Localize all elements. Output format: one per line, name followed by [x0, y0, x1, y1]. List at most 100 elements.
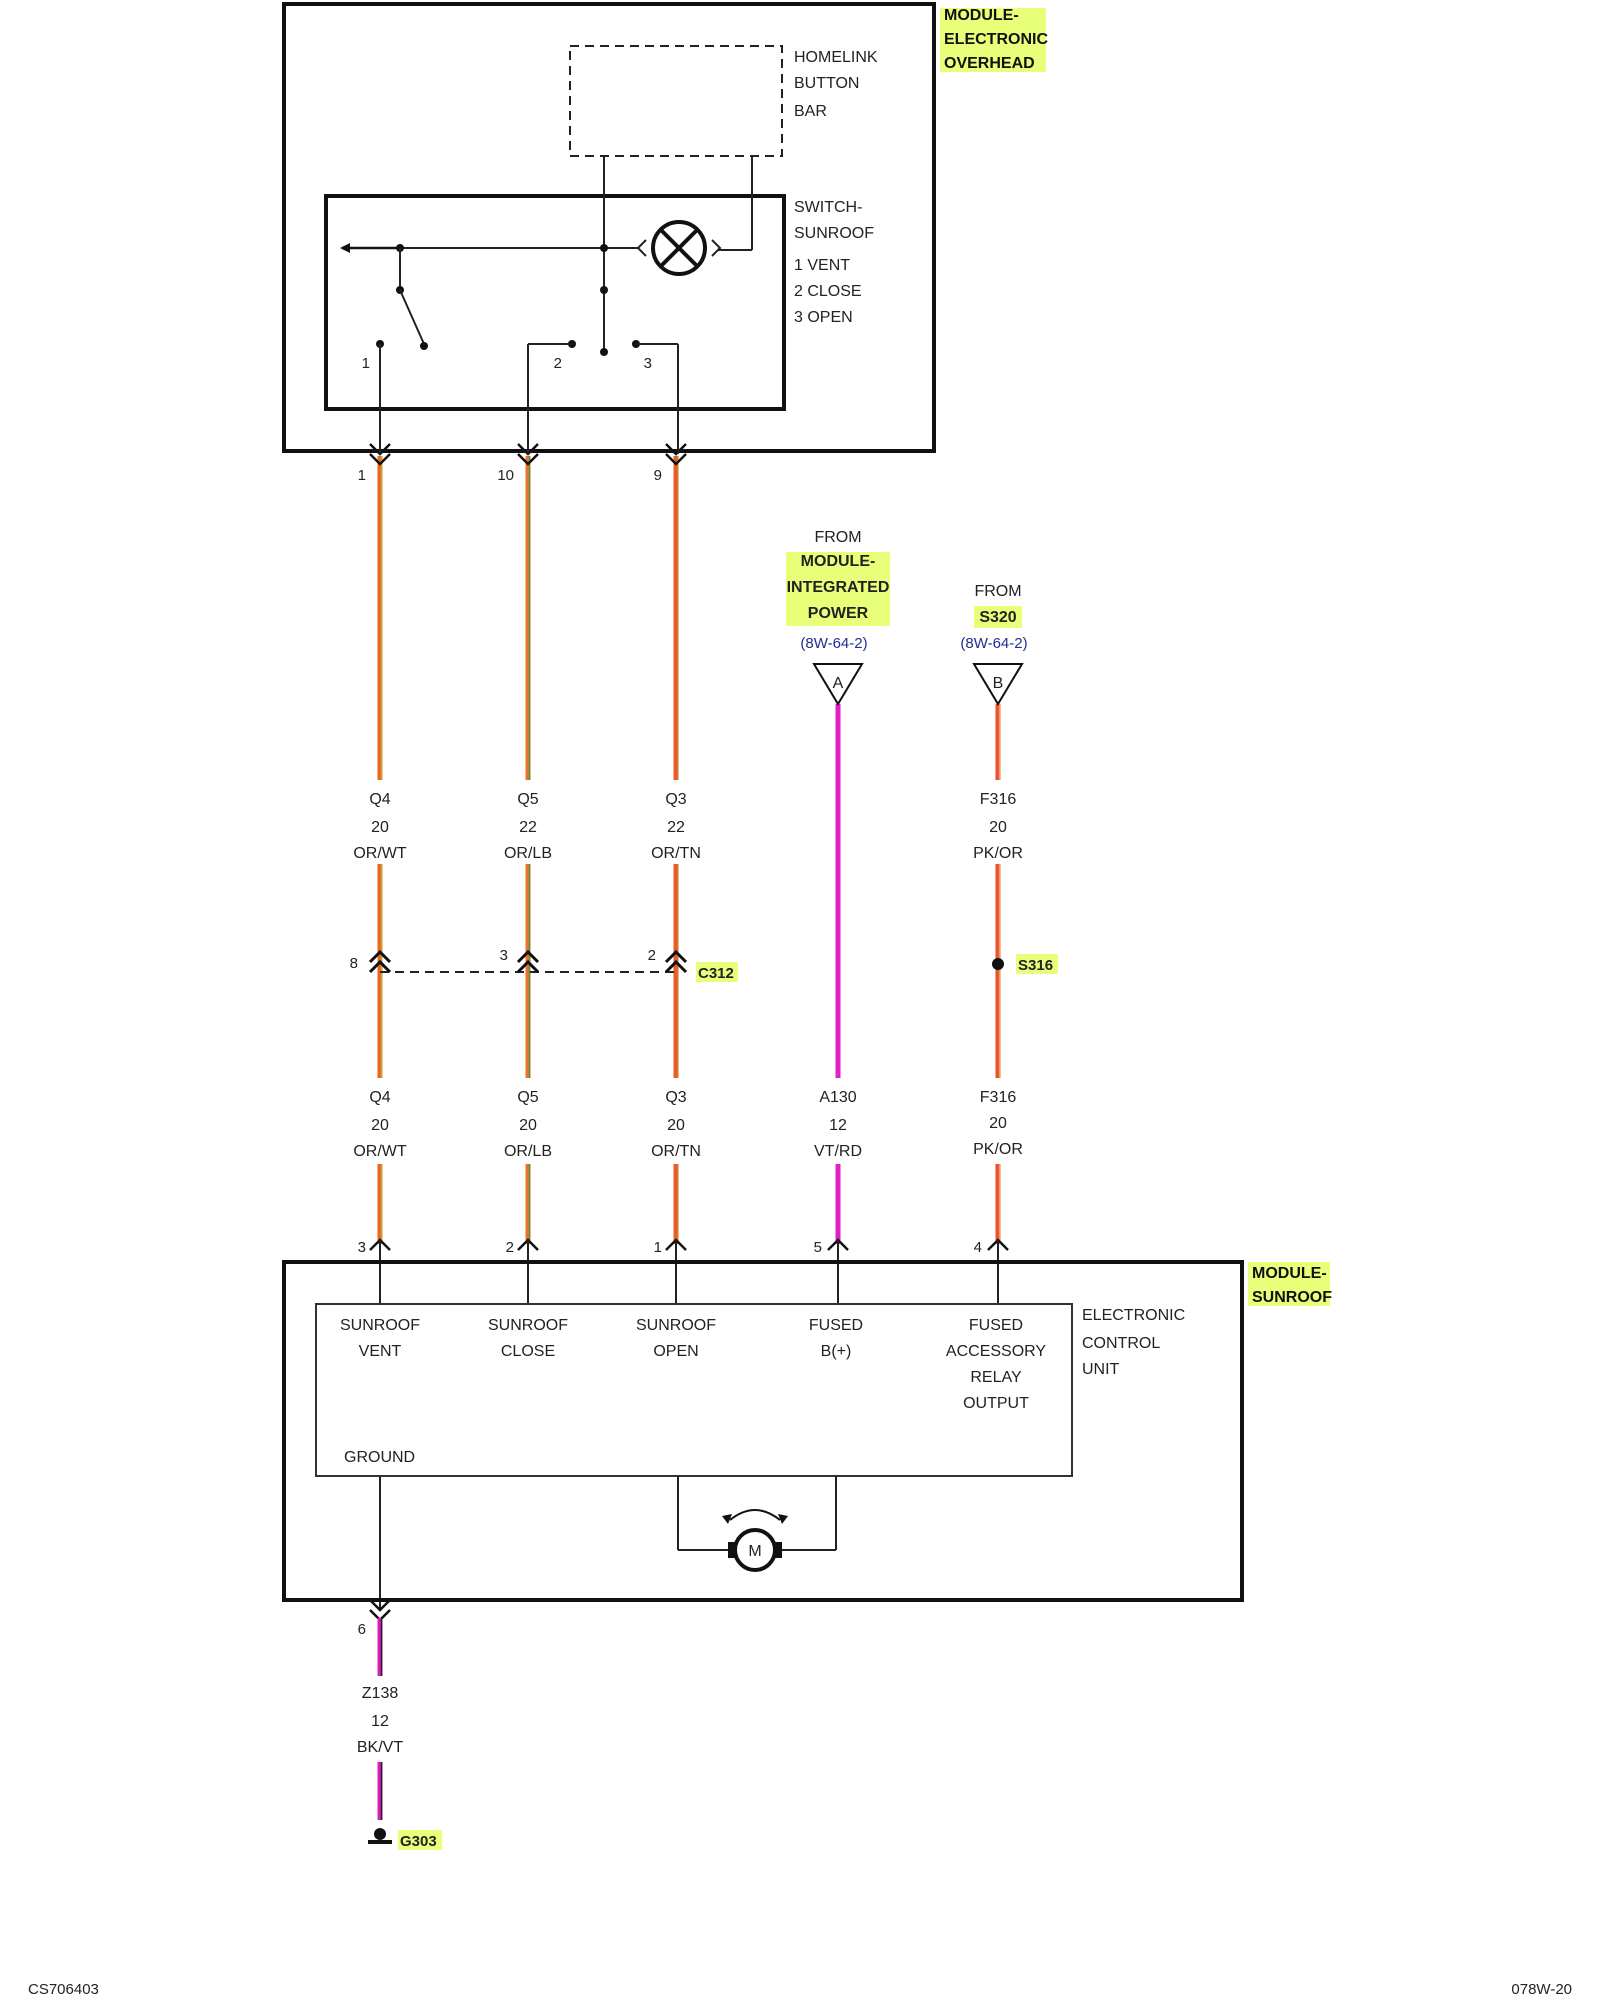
- overhead-pin-q4: 1: [358, 467, 366, 484]
- c312-highlight: [696, 962, 738, 982]
- switch-label-vent: 1 VENT: [794, 257, 850, 274]
- input-relay-3: RELAY: [970, 1369, 1022, 1386]
- z138-gauge: 12: [371, 1713, 389, 1730]
- source-a-highlight: [786, 552, 890, 626]
- c312-pin-q3-symbol: [664, 949, 688, 974]
- sunroof-module: MODULE- SUNROOF ELECTRONIC CONTROL UNIT …: [282, 1260, 1332, 1602]
- switch-label-1: SWITCH-: [794, 199, 862, 216]
- overhead-pin-symbol-q3: [665, 443, 687, 456]
- module-pin-q3: 1: [654, 1239, 662, 1256]
- q5-upper-color: OR/LB: [504, 845, 552, 862]
- switch-internal-wiring: [340, 156, 753, 440]
- q4-lower-color: OR/WT: [353, 1143, 407, 1160]
- c312-pin-q5-symbol: [516, 949, 540, 974]
- footer-right-code: 078W-20: [1511, 1981, 1572, 1998]
- q5-lower-color: OR/LB: [504, 1143, 552, 1160]
- overhead-pin-symbol-2-q3: [665, 453, 687, 466]
- module-pin-f316: 4: [974, 1239, 982, 1256]
- q3-upper-color: OR/TN: [651, 845, 701, 862]
- switch-pin-2: 2: [554, 355, 562, 372]
- z138-color: BK/VT: [357, 1739, 403, 1756]
- q3-upper-gauge: 22: [667, 819, 685, 836]
- source-a-triangle: [812, 663, 864, 706]
- c312-pin-q4-symbol: [368, 949, 392, 974]
- homelink-label-3: BAR: [794, 103, 827, 120]
- q4-lower-circuit: Q4: [369, 1089, 390, 1106]
- source-a-name-2: INTEGRATED: [787, 579, 890, 596]
- module-pin-q4: 3: [358, 1239, 366, 1256]
- overhead-connector-pins: 1 10 9: [358, 467, 662, 484]
- homelink-box: [569, 45, 783, 157]
- overhead-pin-symbol-2-q5: [517, 453, 539, 466]
- q4-upper-circuit: Q4: [369, 791, 390, 808]
- overhead-module-title-1: MODULE-: [944, 7, 1019, 24]
- sunroof-module-pins: 3 2 1 5 4: [358, 1239, 982, 1256]
- lower-wire-labels: Q4 20 OR/WT Q5 20 OR/LB Q3 20 OR/TN A130…: [350, 1078, 1030, 1164]
- source-b: FROM S320 (8W-64-2) B: [960, 583, 1028, 706]
- motor-circuit: [677, 1476, 837, 1551]
- input-vent-2: VENT: [359, 1343, 402, 1360]
- source-b-letter: B: [993, 675, 1004, 692]
- input-fused-b-1: FUSED: [809, 1317, 863, 1334]
- q5-lower-gauge: 20: [519, 1117, 537, 1134]
- f316-upper-color: PK/OR: [973, 845, 1023, 862]
- overhead-module-title-3: OVERHEAD: [944, 55, 1035, 72]
- switch-pin-3: 3: [644, 355, 652, 372]
- q3-lower-color: OR/TN: [651, 1143, 701, 1160]
- source-b-highlight: [974, 606, 1022, 628]
- overhead-pin-q3: 9: [654, 467, 662, 484]
- motor-label: M: [748, 1543, 761, 1560]
- switch-label-2: SUNROOF: [794, 225, 874, 242]
- source-a-name-1: MODULE-: [801, 553, 876, 570]
- ecu-label-1: ELECTRONIC: [1082, 1307, 1185, 1324]
- ground-pin-symbol: [369, 1599, 391, 1612]
- lamp-icon: [651, 220, 707, 276]
- q3-lower-gauge: 20: [667, 1117, 685, 1134]
- q4-upper-gauge: 20: [371, 819, 389, 836]
- s316-highlight: [1016, 954, 1058, 974]
- ecu-label-2: CONTROL: [1082, 1335, 1160, 1352]
- sunroof-module-box: [282, 1260, 1244, 1602]
- q5-upper-gauge: 22: [519, 819, 537, 836]
- g303-highlight: [398, 1830, 442, 1850]
- overhead-module-box: [282, 2, 936, 453]
- z138-circuit: Z138: [362, 1685, 399, 1702]
- footer-left-code: CS706403: [28, 1981, 99, 1998]
- switch-pin-1: 1: [362, 355, 370, 372]
- ground-pin: 6: [358, 1621, 366, 1638]
- switch-label-close: 2 CLOSE: [794, 283, 862, 300]
- c312-pin-q4: 8: [350, 955, 358, 972]
- sunroof-module-title-highlight: [1248, 1262, 1330, 1306]
- ground-label: GROUND: [344, 1449, 415, 1466]
- source-a-from: FROM: [814, 529, 861, 546]
- input-close-2: CLOSE: [501, 1343, 555, 1360]
- c312-label: C312: [698, 965, 734, 982]
- q4-upper-color: OR/WT: [353, 845, 407, 862]
- source-a-ref: (8W-64-2): [800, 635, 867, 652]
- input-relay-4: OUTPUT: [963, 1395, 1029, 1412]
- source-b-name: S320: [979, 609, 1016, 626]
- input-open-1: SUNROOF: [636, 1317, 716, 1334]
- input-relay-2: ACCESSORY: [946, 1343, 1047, 1360]
- q4-lower-gauge: 20: [371, 1117, 389, 1134]
- splice-s316: S316: [992, 954, 1058, 974]
- f316-lower-gauge: 20: [989, 1115, 1007, 1132]
- motor-icon: M: [722, 1509, 788, 1572]
- source-b-triangle: [972, 663, 1024, 706]
- ecu-box: [315, 1303, 1073, 1477]
- q5-lower-circuit: Q5: [517, 1089, 538, 1106]
- input-close-1: SUNROOF: [488, 1317, 568, 1334]
- source-a: FROM MODULE- INTEGRATED POWER (8W-64-2) …: [786, 529, 890, 706]
- ecu-label-3: UNIT: [1082, 1361, 1120, 1378]
- source-a-name-3: POWER: [808, 605, 869, 622]
- module-pin-q5: 2: [506, 1239, 514, 1256]
- upper-wire-labels: Q4 20 OR/WT Q5 22 OR/LB Q3 22 OR/TN F316…: [350, 780, 1030, 864]
- input-vent-1: SUNROOF: [340, 1317, 420, 1334]
- input-relay-1: FUSED: [969, 1317, 1023, 1334]
- overhead-module-title-highlight: [940, 8, 1046, 72]
- a130-lower-color: VT/RD: [814, 1143, 862, 1160]
- q5-upper-circuit: Q5: [517, 791, 538, 808]
- s316-label: S316: [1018, 957, 1053, 974]
- source-b-from: FROM: [974, 583, 1021, 600]
- homelink-label-2: BUTTON: [794, 75, 859, 92]
